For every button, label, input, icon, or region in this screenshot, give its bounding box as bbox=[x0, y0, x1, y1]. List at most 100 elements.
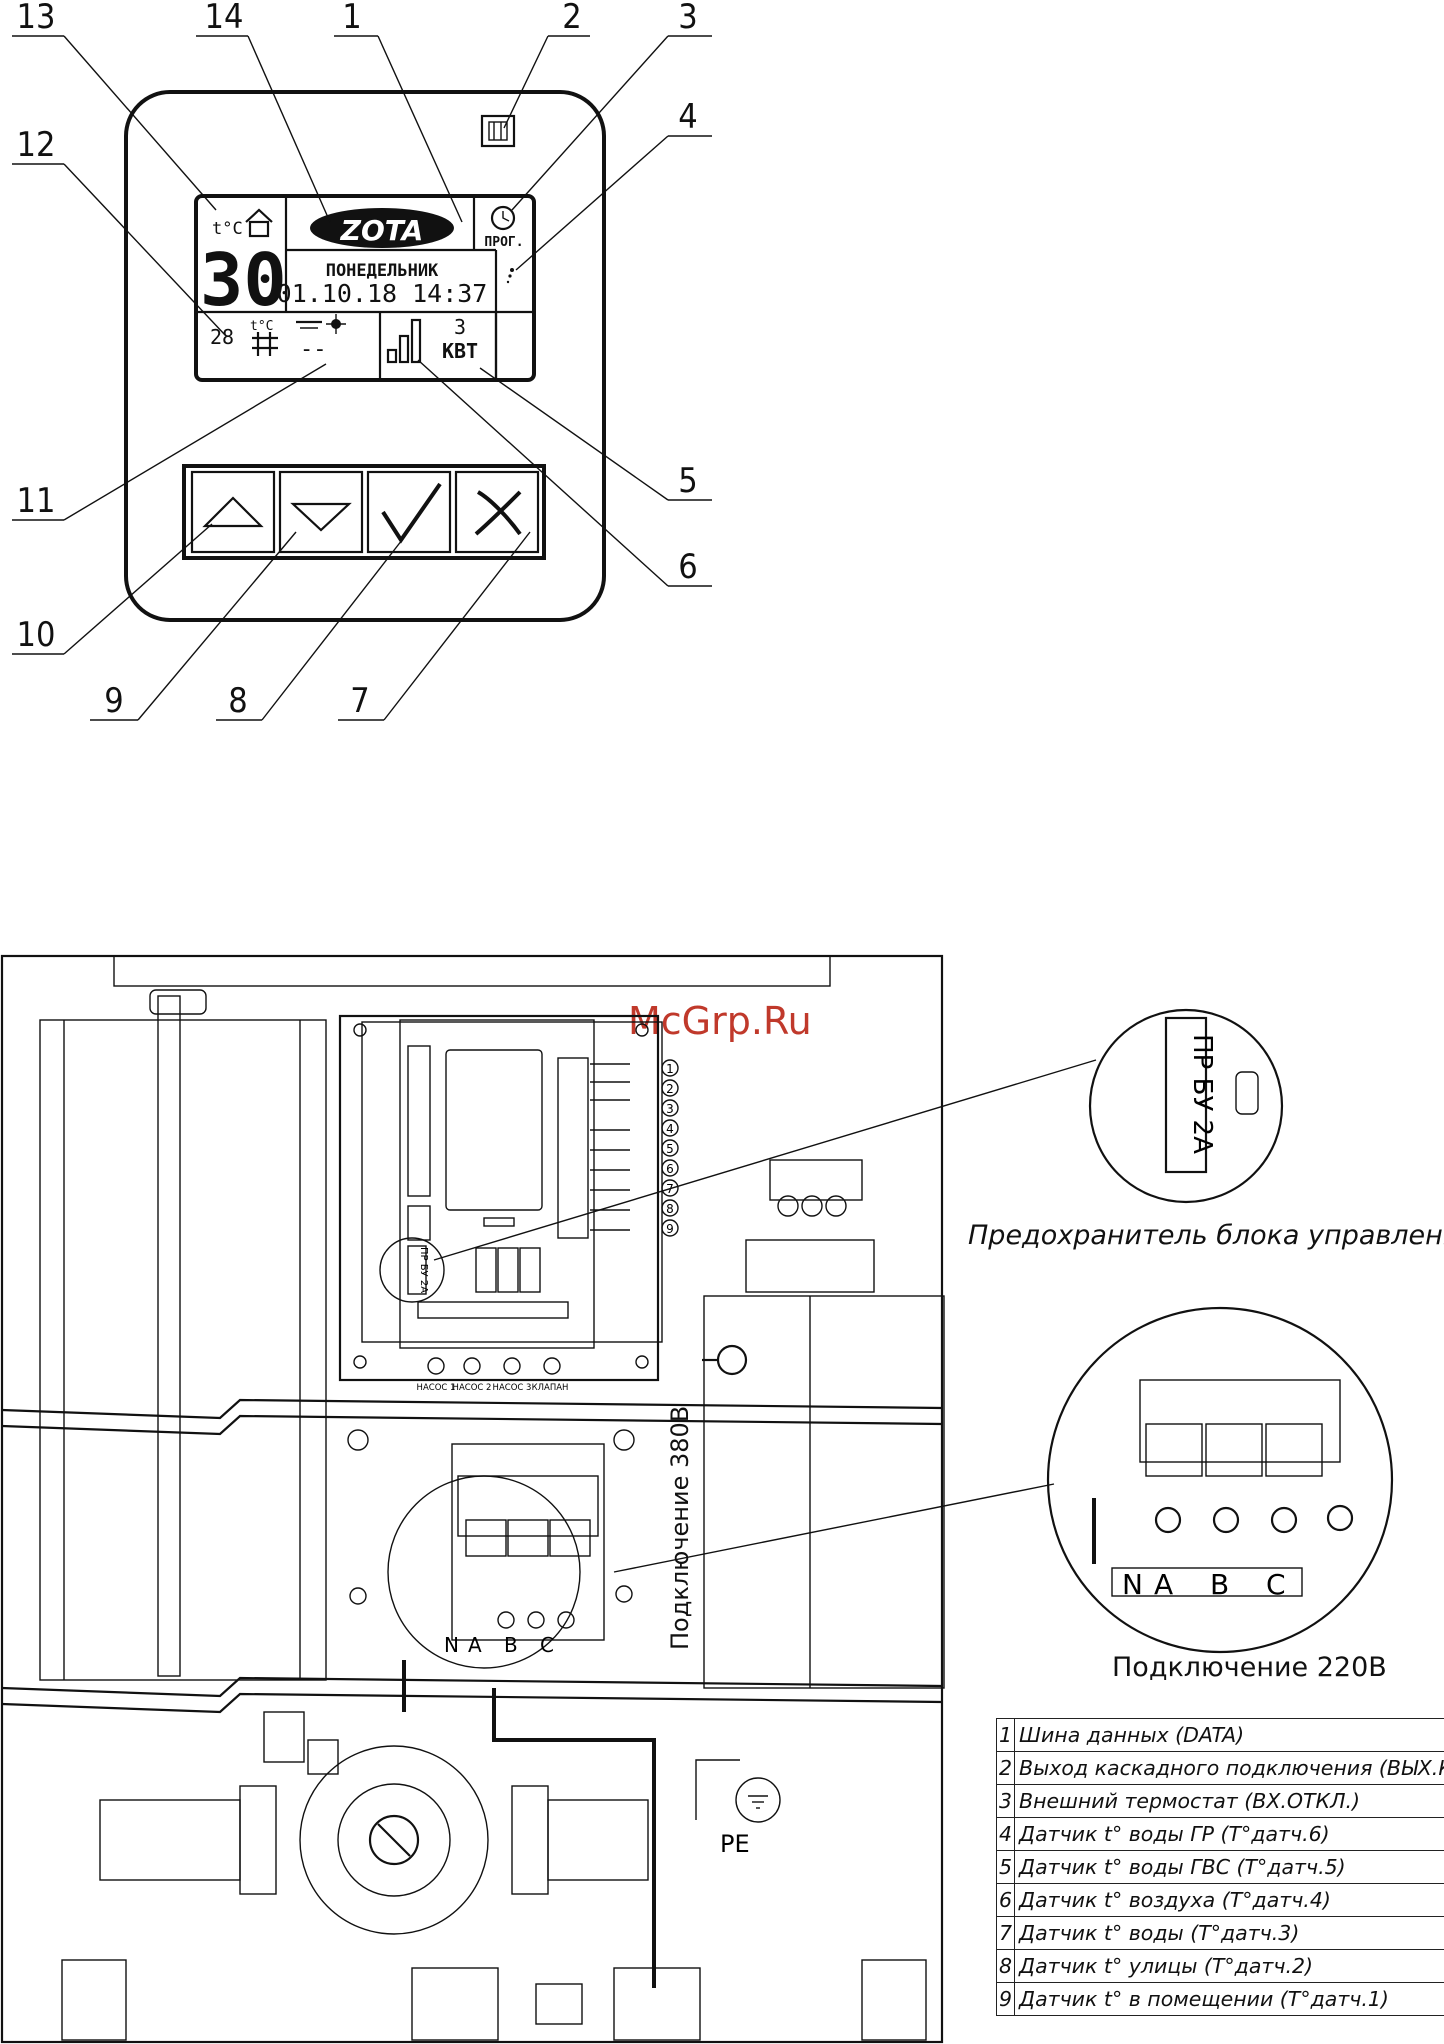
legend-number: 8 bbox=[995, 1949, 1016, 1983]
cancel-button[interactable] bbox=[454, 470, 540, 554]
board-output-labels: НАСОС 1 НАСОС 2 НАСОС 3 КЛАПАН bbox=[417, 1383, 569, 1393]
phase-labels: N A B C bbox=[1122, 1568, 1286, 1601]
close-icon bbox=[474, 490, 522, 536]
small-phase-labels: N A B C bbox=[444, 1633, 554, 1657]
terminal-number-circles: 1 2 3 4 5 6 7 8 9 bbox=[661, 1059, 679, 1237]
watermark: McGrp.Ru bbox=[628, 999, 812, 1043]
logo-badge bbox=[310, 208, 454, 248]
svg-text:C: C bbox=[540, 1633, 554, 1657]
confirm-button[interactable] bbox=[366, 470, 452, 554]
power-bars-icon bbox=[386, 318, 422, 364]
svg-text:N: N bbox=[1122, 1568, 1143, 1601]
dashes-label: -- bbox=[300, 337, 327, 362]
svg-text:6: 6 bbox=[666, 1162, 674, 1176]
svg-text:НАСОС 3: НАСОС 3 bbox=[493, 1383, 532, 1393]
svg-text:5: 5 bbox=[666, 1142, 674, 1156]
callout-8: 8 bbox=[228, 681, 247, 721]
svg-text:N: N bbox=[444, 1633, 459, 1657]
program-label: ПРОГ. bbox=[484, 235, 523, 250]
callout-2: 2 bbox=[562, 0, 581, 37]
legend-number: 3 bbox=[995, 1784, 1016, 1818]
board-fuse-label: ПР БУ 2А bbox=[418, 1247, 429, 1293]
svg-text:КЛАПАН: КЛАПАН bbox=[532, 1383, 569, 1393]
svg-text:НАСОС 2: НАСОС 2 bbox=[453, 1383, 492, 1393]
signal-icon bbox=[506, 268, 514, 284]
fuse-detail: ПР БУ 2А Предохранитель блока управления… bbox=[433, 1008, 1444, 1261]
logo-text: ZOTA bbox=[340, 214, 424, 247]
up-button[interactable] bbox=[190, 470, 276, 554]
check-icon bbox=[381, 482, 442, 544]
hot-water-icon bbox=[296, 314, 346, 334]
clock-icon bbox=[490, 205, 516, 231]
svg-text:1: 1 bbox=[666, 1062, 674, 1076]
power-unit: КВТ bbox=[442, 339, 478, 363]
datetime-label: 01.10.18 14:37 bbox=[277, 279, 488, 308]
callout-6: 6 bbox=[678, 547, 697, 587]
up-arrow-icon bbox=[202, 496, 264, 528]
callout-14: 14 bbox=[205, 0, 244, 37]
legend-text: Датчик t° воды ГР (T°датч.6) bbox=[1014, 1817, 1444, 1851]
svg-text:3: 3 bbox=[666, 1102, 674, 1116]
callout-13: 13 bbox=[17, 0, 56, 37]
callout-12: 12 bbox=[17, 125, 56, 165]
connection-380-label: Подключение 380В bbox=[666, 1406, 694, 1650]
fuse-caption: Предохранитель блока управления 2А bbox=[968, 1220, 1444, 1251]
room-temp-value: 30 bbox=[200, 238, 287, 322]
legend-number: 9 bbox=[995, 1982, 1016, 2016]
lcd-screen: ZOTA ПОНЕДЕЛЬНИК 01.10.18 14:37 30 t°C 2… bbox=[194, 194, 536, 382]
connector-icon bbox=[480, 114, 516, 148]
callout-7: 7 bbox=[350, 681, 369, 721]
callout-leaders bbox=[12, 35, 712, 721]
outdoor-temp-unit: t°C bbox=[250, 319, 273, 334]
legend-text: Выход каскадного подключения (ВЫХ.КАСК.) bbox=[1014, 1751, 1444, 1785]
legend-text: Внешний термостат (ВХ.ОТКЛ.) bbox=[1014, 1784, 1444, 1818]
svg-text:9: 9 bbox=[666, 1222, 674, 1236]
legend-text: Датчик t° воды ГВС (T°датч.5) bbox=[1014, 1850, 1444, 1884]
radiator-icon bbox=[252, 332, 278, 356]
fuse-detail-label: ПР БУ 2А bbox=[1187, 1034, 1217, 1154]
down-arrow-icon bbox=[290, 502, 352, 532]
button-row bbox=[182, 464, 546, 560]
day-label: ПОНЕДЕЛЬНИК bbox=[326, 261, 439, 281]
boiler-housing: 1 2 3 4 5 6 7 8 9 ПР БУ 2А НАСОС 1 НАСОС… bbox=[0, 954, 945, 2044]
legend-text: Датчик t° воздуха (T°датч.4) bbox=[1014, 1883, 1444, 1917]
callout-11: 11 bbox=[17, 481, 56, 521]
svg-text:НАСОС 1: НАСОС 1 bbox=[417, 1383, 456, 1393]
svg-text:8: 8 bbox=[666, 1202, 674, 1216]
callout-9: 9 bbox=[104, 681, 123, 721]
control-panel: ZOTA ПОНЕДЕЛЬНИК 01.10.18 14:37 30 t°C 2… bbox=[124, 90, 606, 622]
legend-text: Датчик t° улицы (T°датч.2) bbox=[1014, 1949, 1444, 1983]
callout-3: 3 bbox=[678, 0, 697, 37]
connection-220-label: Подключение 220В bbox=[1112, 1652, 1387, 1683]
legend-text: Датчик t° в помещении (T°датч.1) bbox=[1014, 1982, 1444, 2016]
connection-220-detail: N A B C Подключение 220В bbox=[613, 1306, 1394, 1683]
board-terminals bbox=[407, 1045, 630, 1241]
svg-text:4: 4 bbox=[666, 1122, 674, 1136]
legend-number: 7 bbox=[995, 1916, 1016, 1950]
power-value: 3 bbox=[454, 315, 466, 339]
legend-text: Датчик t° воды (T°датч.3) bbox=[1014, 1916, 1444, 1950]
pe-label: PE bbox=[720, 1830, 750, 1858]
callout-1: 1 bbox=[342, 0, 361, 37]
svg-text:A: A bbox=[1154, 1568, 1173, 1601]
outdoor-temp-value: 28 bbox=[210, 325, 234, 349]
callout-numbers: 13 14 1 2 3 4 12 11 5 6 10 9 8 7 bbox=[17, 0, 698, 721]
down-button[interactable] bbox=[278, 470, 364, 554]
callout-4: 4 bbox=[678, 97, 697, 137]
svg-text:2: 2 bbox=[666, 1082, 674, 1096]
legend-number: 2 bbox=[995, 1751, 1016, 1785]
legend-number: 1 bbox=[995, 1718, 1016, 1752]
svg-text:A: A bbox=[468, 1633, 482, 1657]
room-temp-unit: t°C bbox=[212, 219, 243, 239]
